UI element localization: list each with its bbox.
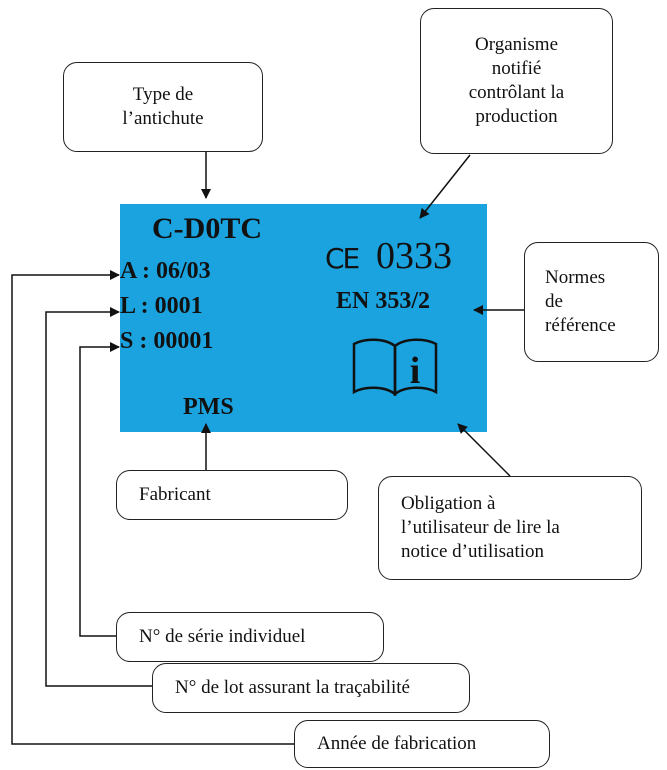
label-standard: EN 353/2 — [336, 288, 431, 314]
arrow-organisme — [419, 154, 471, 219]
arrow-obligation — [457, 423, 511, 477]
label-model: C-D0TC — [152, 212, 262, 245]
label-serial-line: S : 00001 — [120, 328, 214, 354]
arrow-serie — [79, 342, 120, 637]
label-ce-mark: CE — [325, 242, 360, 275]
label-year-line: A : 06/03 — [120, 258, 211, 284]
callout-serie: N° de série individuel — [116, 612, 384, 662]
callout-normes: Normes de référence — [524, 242, 659, 362]
label-notified-body-number: 0333 — [376, 235, 452, 277]
callout-obligation: Obligation à l’utilisateur de lire la no… — [378, 476, 642, 580]
callout-lot: N° de lot assurant la traçabilité — [152, 663, 470, 713]
manual-info-icon: i — [352, 338, 438, 396]
label-manufacturer: PMS — [183, 394, 234, 420]
label-lot-line: L : 0001 — [120, 293, 203, 319]
arrow-annee — [11, 270, 294, 745]
product-label: C-D0TC A : 06/03 L : 0001 S : 00001 PMS … — [120, 204, 487, 432]
arrow-lot — [45, 307, 152, 687]
callout-organisme: Organisme notifié contrôlant la producti… — [420, 8, 613, 154]
callout-fabricant: Fabricant — [116, 470, 348, 520]
callout-annee: Année de fabrication — [294, 720, 550, 768]
svg-text:i: i — [410, 350, 421, 392]
callout-type: Type de l’antichute — [63, 62, 263, 152]
